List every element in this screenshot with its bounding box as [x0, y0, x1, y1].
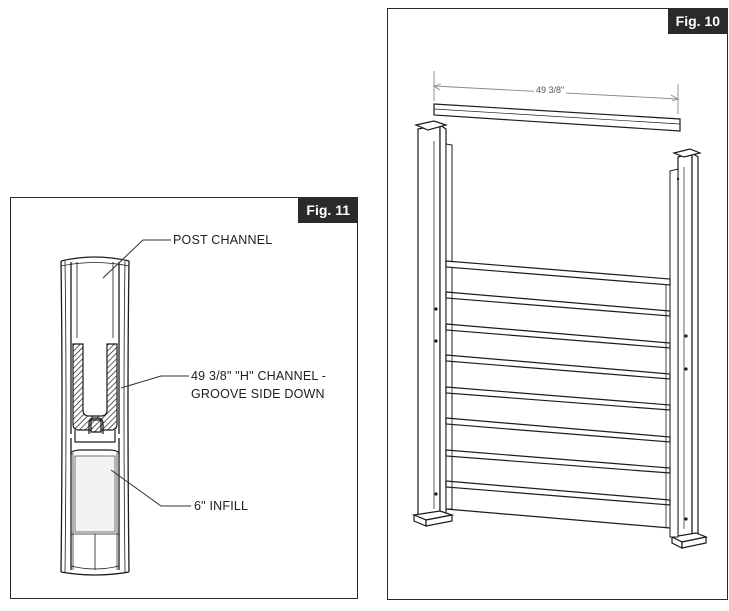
h-channel-label-line2: GROOVE SIDE DOWN: [191, 387, 325, 401]
h-channel-label-line1: 49 3/8" "H" CHANNEL -: [191, 369, 327, 383]
top-channel-dimension-label: 49 3/8": [534, 85, 567, 95]
figure-10-panel: Fig. 10: [387, 8, 728, 600]
fence-panel-assembly-drawing: [411, 71, 709, 549]
post-channel-section-drawing: [60, 239, 191, 576]
figure-10-tag: Fig. 10: [667, 9, 727, 34]
infill-label: 6" INFILL: [194, 499, 249, 513]
figure-11-panel: Fig. 11: [10, 197, 358, 599]
post-channel-label: POST CHANNEL: [173, 233, 273, 247]
figure-11-tag: Fig. 11: [298, 198, 357, 223]
